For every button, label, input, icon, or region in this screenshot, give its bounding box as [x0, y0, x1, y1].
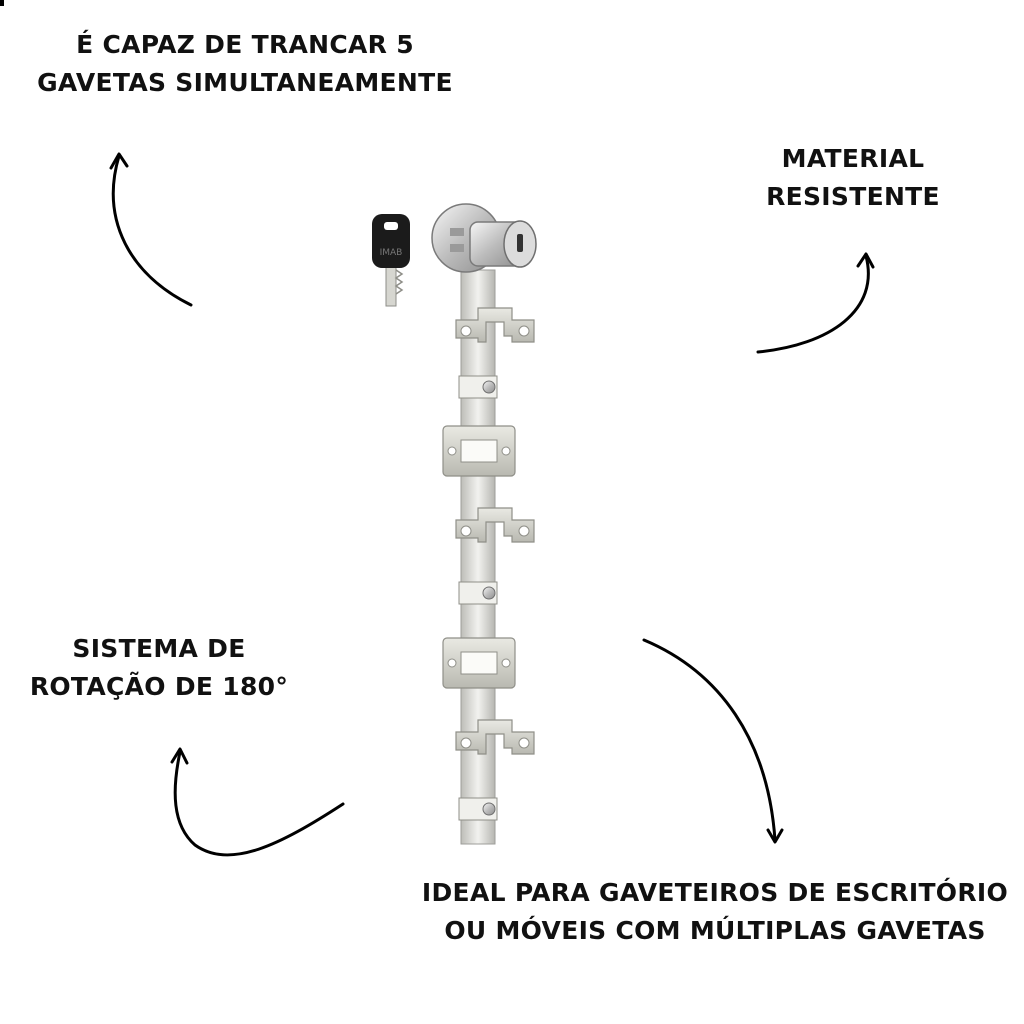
- arrow-icon: [109, 152, 193, 307]
- arrow-icon: [170, 747, 345, 857]
- rotation-line-1: SISTEMA DE: [72, 634, 246, 663]
- hook-bracket: [455, 307, 535, 343]
- usage-callout: IDEAL PARA GAVETEIROS DE ESCRITÓRIO OU M…: [410, 874, 1020, 950]
- corner-mark: [0, 0, 4, 6]
- drawer-capacity-line-1: É CAPAZ DE TRANCAR 5: [76, 30, 414, 59]
- material-line-1: MATERIAL: [781, 144, 925, 173]
- arrow-icon: [756, 252, 875, 354]
- rotation-callout: SISTEMA DE ROTAÇÃO DE 180°: [14, 630, 304, 706]
- usage-line-2: OU MÓVEIS COM MÚLTIPLAS GAVETAS: [444, 916, 986, 945]
- arrow-icon: [642, 638, 784, 844]
- usage-line-1: IDEAL PARA GAVETEIROS DE ESCRITÓRIO: [421, 878, 1009, 907]
- material-callout: MATERIAL RESISTENTE: [740, 140, 966, 216]
- rotation-line-2: ROTAÇÃO DE 180°: [29, 672, 289, 701]
- hook-bracket: [455, 507, 535, 543]
- locking-bar-icon: [460, 269, 496, 845]
- drawer-capacity-callout: É CAPAZ DE TRANCAR 5 GAVETAS SIMULTANEAM…: [0, 26, 490, 102]
- strike-plate: [442, 425, 516, 477]
- drawer-capacity-line-2: GAVETAS SIMULTANEAMENTE: [37, 68, 453, 97]
- screw-block: [458, 581, 498, 605]
- screw-block: [458, 375, 498, 399]
- material-line-2: RESISTENTE: [766, 182, 940, 211]
- key-brand-text: IMAB: [380, 248, 403, 258]
- strike-plate: [442, 637, 516, 689]
- lock-cylinder-icon: [431, 203, 537, 273]
- key-icon: IMAB: [372, 214, 410, 307]
- hook-bracket: [455, 719, 535, 755]
- screw-block: [458, 797, 498, 821]
